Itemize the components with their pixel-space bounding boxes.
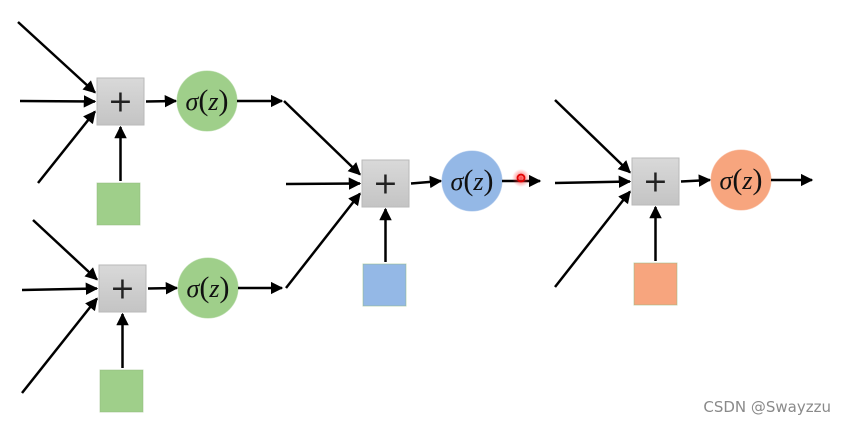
input-edge [19,95,97,108]
bias-node [96,182,141,226]
sum-to-activation-edge [680,174,712,187]
input-edge [37,110,96,184]
plus-icon: + [110,272,135,307]
activation-label: σ(z) [186,84,229,117]
sum-node [631,157,680,206]
sum-to-activation-edge [147,281,179,295]
input-edge [285,177,362,190]
input-edge [32,219,98,281]
sum-node [96,77,145,126]
sum-node [361,159,410,208]
bias-node [633,262,678,306]
input-edge [554,99,631,174]
sum-to-activation-edge [410,175,443,189]
input-edge [21,282,99,295]
plus-icon: + [108,85,133,120]
activation-label: σ(z) [720,163,763,196]
neuron-4: + σ(z) [554,99,814,306]
bias-node [362,263,407,307]
input-edge [554,175,632,188]
input-edge [283,100,361,176]
sum-node [98,264,147,313]
activation-label: σ(z) [451,164,494,197]
input-edge [21,297,98,394]
activation-label: σ(z) [187,271,230,304]
neuron-3: + σ(z) [283,100,542,307]
plus-icon: + [643,165,668,200]
input-edge [285,192,361,289]
neuron-1: + σ(z) [17,21,284,226]
cursor-marker [512,169,530,187]
input-edge [17,21,96,94]
input-edge [554,190,631,288]
sum-to-activation-edge [145,94,178,108]
watermark: CSDN @Swayzzu [703,398,831,416]
neuron-2: + σ(z) [21,219,284,413]
plus-icon: + [373,167,398,202]
bias-node [99,369,144,413]
